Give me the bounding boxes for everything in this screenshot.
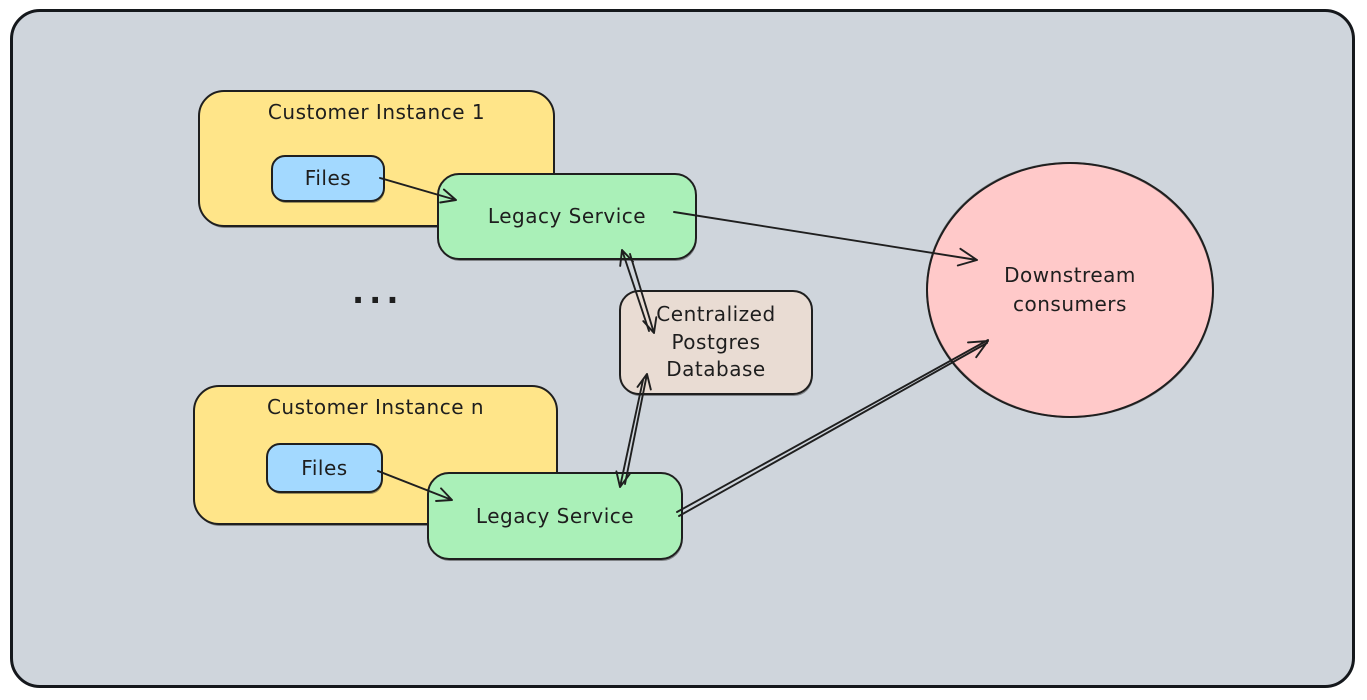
downstream-consumers-label: Downstream consumers: [1004, 263, 1136, 316]
customer-instance-n-label: Customer Instance n: [266, 395, 485, 419]
node-files-n: Files: [266, 443, 383, 493]
files-n-label: Files: [301, 455, 348, 480]
database-label: Centralized Postgres Database: [656, 302, 776, 382]
node-customer-instance-1: Customer Instance 1: [198, 90, 555, 227]
node-legacy-service-1: Legacy Service: [437, 173, 697, 260]
customer-instance-1-label: Customer Instance 1: [267, 100, 486, 124]
node-downstream-consumers: Downstream consumers: [926, 162, 1214, 418]
node-centralized-postgres-database: Centralized Postgres Database: [619, 290, 813, 395]
legacy-service-1-label: Legacy Service: [487, 204, 647, 228]
node-legacy-service-n: Legacy Service: [427, 472, 683, 560]
more-instances-ellipsis: ...: [352, 273, 404, 311]
legacy-service-n-label: Legacy Service: [475, 503, 635, 528]
node-files-1: Files: [271, 155, 385, 202]
files-1-label: Files: [304, 166, 352, 190]
